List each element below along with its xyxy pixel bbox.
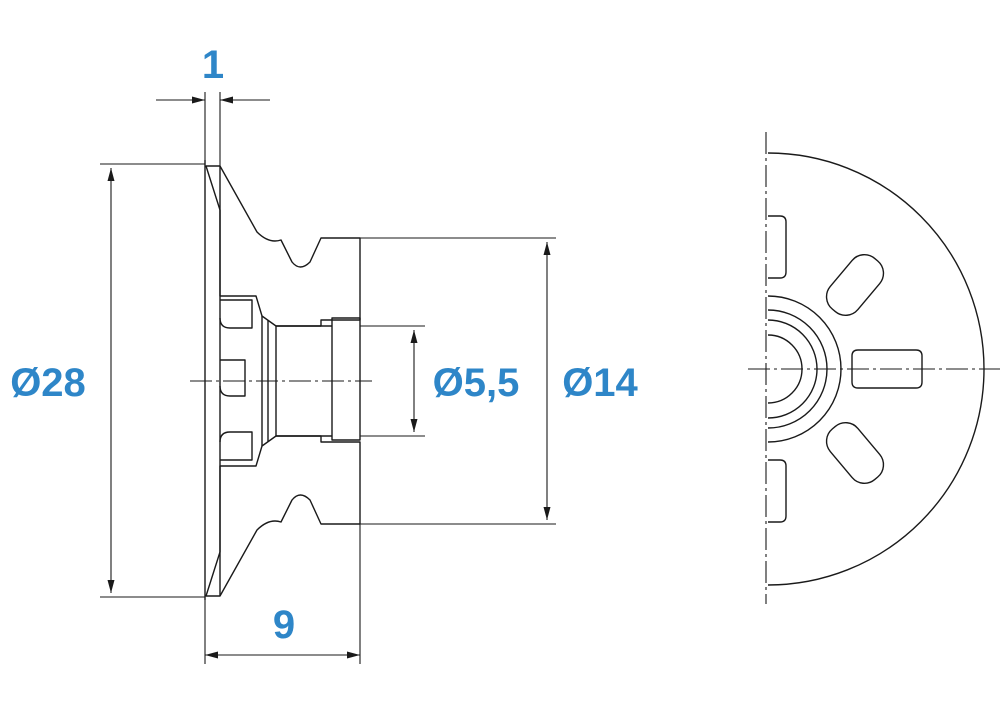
outer-diameter-label: Ø28: [10, 361, 86, 405]
end-view: [748, 132, 1000, 604]
neck-diameter-label: Ø14: [562, 361, 638, 405]
hole-diameter-label: Ø5,5: [433, 361, 520, 405]
section-hatch-upper: [205, 165, 361, 327]
dimension-labels: 1 Ø28 Ø5,5 Ø14 9: [10, 43, 638, 647]
length-label: 9: [273, 603, 295, 647]
section-view: [190, 160, 372, 600]
dimension-lines: [100, 92, 556, 664]
thickness-label: 1: [202, 43, 224, 87]
